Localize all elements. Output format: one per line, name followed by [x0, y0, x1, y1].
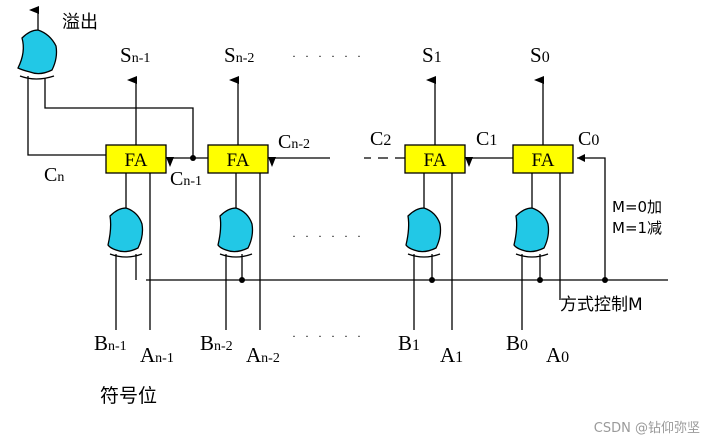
- mode-sub-label: M=1减: [612, 219, 662, 237]
- b-label-n-1: Bn-1: [94, 331, 127, 355]
- fa-unit-1: FA: [404, 144, 466, 174]
- xor-gate-n-1: [107, 207, 144, 258]
- carry-label-c1: C1: [476, 128, 497, 150]
- xor-gate-n-2: [217, 207, 254, 258]
- fa-label: FA: [424, 150, 447, 171]
- dots-top: · · · · · ·: [292, 49, 364, 63]
- mode-control-label: 方式控制M: [560, 295, 643, 315]
- a-label-n-2: An-2: [246, 343, 280, 367]
- fa-label: FA: [227, 150, 250, 171]
- fa-label: FA: [532, 150, 555, 171]
- carry-label-cn-1: Cn-1: [170, 168, 202, 190]
- carry-arrow-0: [577, 154, 585, 162]
- sign-bit-label: 符号位: [100, 385, 157, 407]
- xor-gate-1: [405, 207, 442, 258]
- fa-unit-n-2: FA: [207, 144, 269, 174]
- b-label-n-2: Bn-2: [200, 331, 233, 355]
- dots-bottom: · · · · · ·: [292, 329, 364, 343]
- carry-label-cn-2: Cn-2: [278, 131, 310, 153]
- wire-cn1-to-xor: [44, 78, 194, 158]
- junction-m-0: [537, 277, 543, 283]
- a-label-1: A1: [440, 343, 463, 367]
- carry-label-c0: C0: [578, 128, 599, 150]
- watermark: CSDN @钻仰弥坚: [594, 420, 700, 436]
- fa-unit-n-1: FA: [105, 144, 167, 174]
- b-label-0: B0: [506, 331, 528, 355]
- carry-label-c2: C2: [370, 128, 391, 150]
- a-label-0: A0: [546, 343, 569, 367]
- sum-label-1: S1: [422, 43, 442, 67]
- carry-in-c0: [577, 157, 606, 280]
- overflow-xor-gate: [17, 29, 58, 80]
- dots-middle: · · · · · ·: [292, 229, 364, 243]
- a-label-n-1: An-1: [140, 343, 174, 367]
- junction-m-n-2: [239, 277, 245, 283]
- mode-add-label: M=0加: [612, 198, 662, 216]
- fa-unit-0: FA: [512, 144, 574, 174]
- fa-label: FA: [125, 150, 148, 171]
- junction-m-1: [429, 277, 435, 283]
- sum-label-n-1: Sn-1: [120, 43, 150, 67]
- wire-cn-to-xor: [27, 76, 106, 156]
- junction-m-c0: [602, 277, 608, 283]
- sum-label-0: S0: [530, 43, 550, 67]
- overflow-label: 溢出: [62, 12, 98, 33]
- b-label-1: B1: [398, 331, 420, 355]
- carry-label-cn: Cn: [44, 164, 64, 186]
- xor-gate-0: [513, 207, 550, 258]
- sum-label-n-2: Sn-2: [224, 43, 254, 67]
